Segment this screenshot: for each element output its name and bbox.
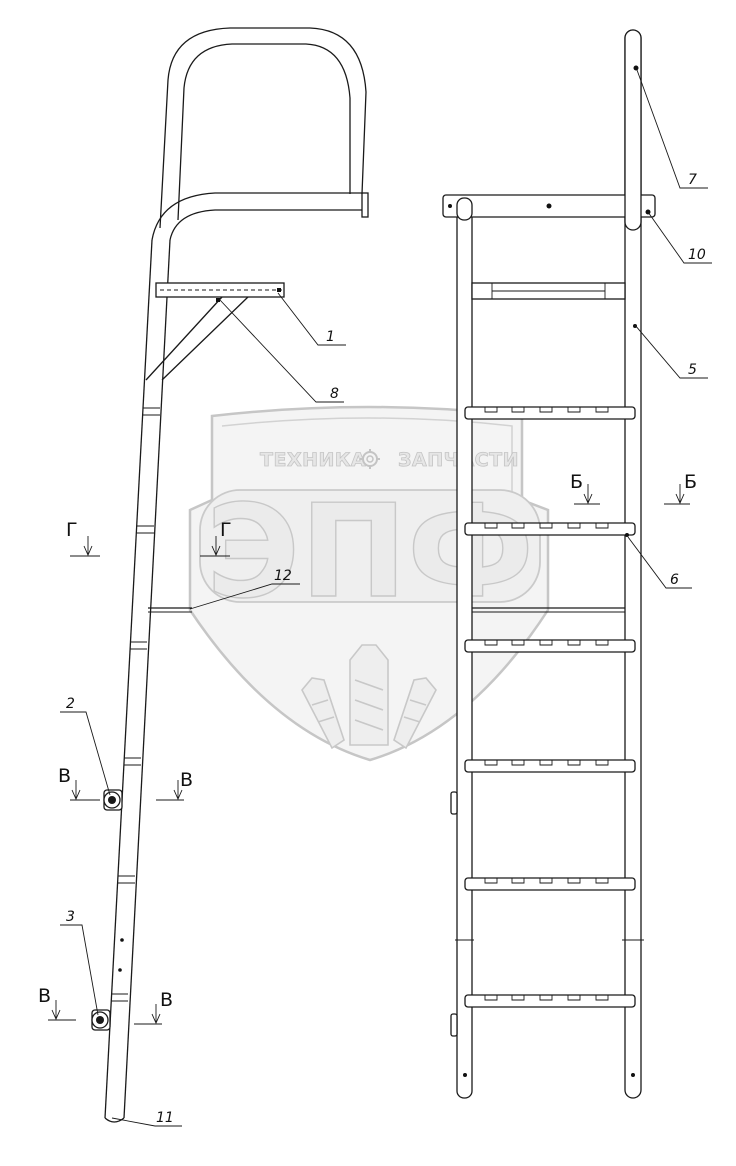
side-top-curve-inner <box>169 209 362 241</box>
front-lug-lower <box>450 1013 458 1037</box>
gear-icon <box>360 449 380 469</box>
front-tread-3 <box>464 639 636 653</box>
section-label-g-right: Г <box>220 519 232 541</box>
side-stringer-outer <box>104 239 153 1119</box>
front-lug-upper <box>450 791 458 815</box>
front-rail-bolt-5 <box>633 324 637 328</box>
callout-1: 1 <box>326 329 335 345</box>
section-label-v-lower-left: В <box>38 985 51 1007</box>
callout-10: 10 <box>688 247 706 263</box>
section-label-b-right: Б <box>684 471 697 493</box>
side-lug-2 <box>103 789 123 811</box>
callout-8: 8 <box>330 386 339 402</box>
watermark: ТЕХНИКА ЗАПЧАСТИ ЭПФ <box>188 405 550 762</box>
front-rail-right-top <box>624 29 642 231</box>
section-labels: Г Г В В В В Б Б <box>38 471 697 1011</box>
front-rail-bolt-7 <box>633 65 639 71</box>
watermark-left-word: ТЕХНИКА <box>260 449 366 471</box>
wheat-icon <box>301 644 437 750</box>
side-stringer-inner <box>123 239 171 1119</box>
front-tread-4 <box>464 759 636 773</box>
callout-11: 11 <box>156 1110 174 1126</box>
callout-6: 6 <box>670 572 679 588</box>
side-platform-mark <box>277 288 281 292</box>
ladder-front-view <box>442 29 656 1099</box>
side-flange <box>361 192 369 218</box>
side-handrail-outer <box>159 27 367 229</box>
front-tread-1 <box>464 406 636 420</box>
callout-7: 7 <box>688 172 697 188</box>
leader-lines <box>60 69 712 1127</box>
front-rail-left-top <box>456 197 473 221</box>
callout-labels: 1 2 3 5 6 7 8 10 11 12 <box>66 172 706 1126</box>
front-tread-6 <box>464 994 636 1008</box>
section-label-v-upper-left: В <box>58 765 71 787</box>
section-label-b-left: Б <box>570 471 583 493</box>
side-stringer-foot <box>104 1117 125 1123</box>
callout-3: 3 <box>66 909 75 925</box>
section-markers <box>48 484 690 1025</box>
ladder-side-view <box>91 27 369 1123</box>
callout-2: 2 <box>66 696 75 712</box>
callout-5: 5 <box>688 362 697 378</box>
section-label-g-left: Г <box>66 519 78 541</box>
watermark-band <box>199 489 541 603</box>
side-top-curve-outer <box>151 192 362 241</box>
callout-12: 12 <box>274 568 292 584</box>
watermark-shield-inner <box>221 417 513 496</box>
front-tread-5 <box>464 877 636 891</box>
front-joint-marks <box>455 939 644 1077</box>
section-label-v-lower-right: В <box>160 989 173 1011</box>
side-bracket <box>145 296 249 381</box>
watermark-logo-letters: ЭПФ <box>206 478 534 627</box>
side-lug-3 <box>91 1009 111 1031</box>
side-handrail-inner <box>177 43 351 221</box>
front-tread-2 <box>464 522 636 537</box>
side-bracket-mark <box>216 298 220 302</box>
section-label-v-upper-right: В <box>180 769 193 791</box>
front-crossbar-center-bolt <box>546 203 552 209</box>
side-joint-marks <box>111 407 160 1002</box>
front-crossbar-left-bolt <box>448 204 452 208</box>
